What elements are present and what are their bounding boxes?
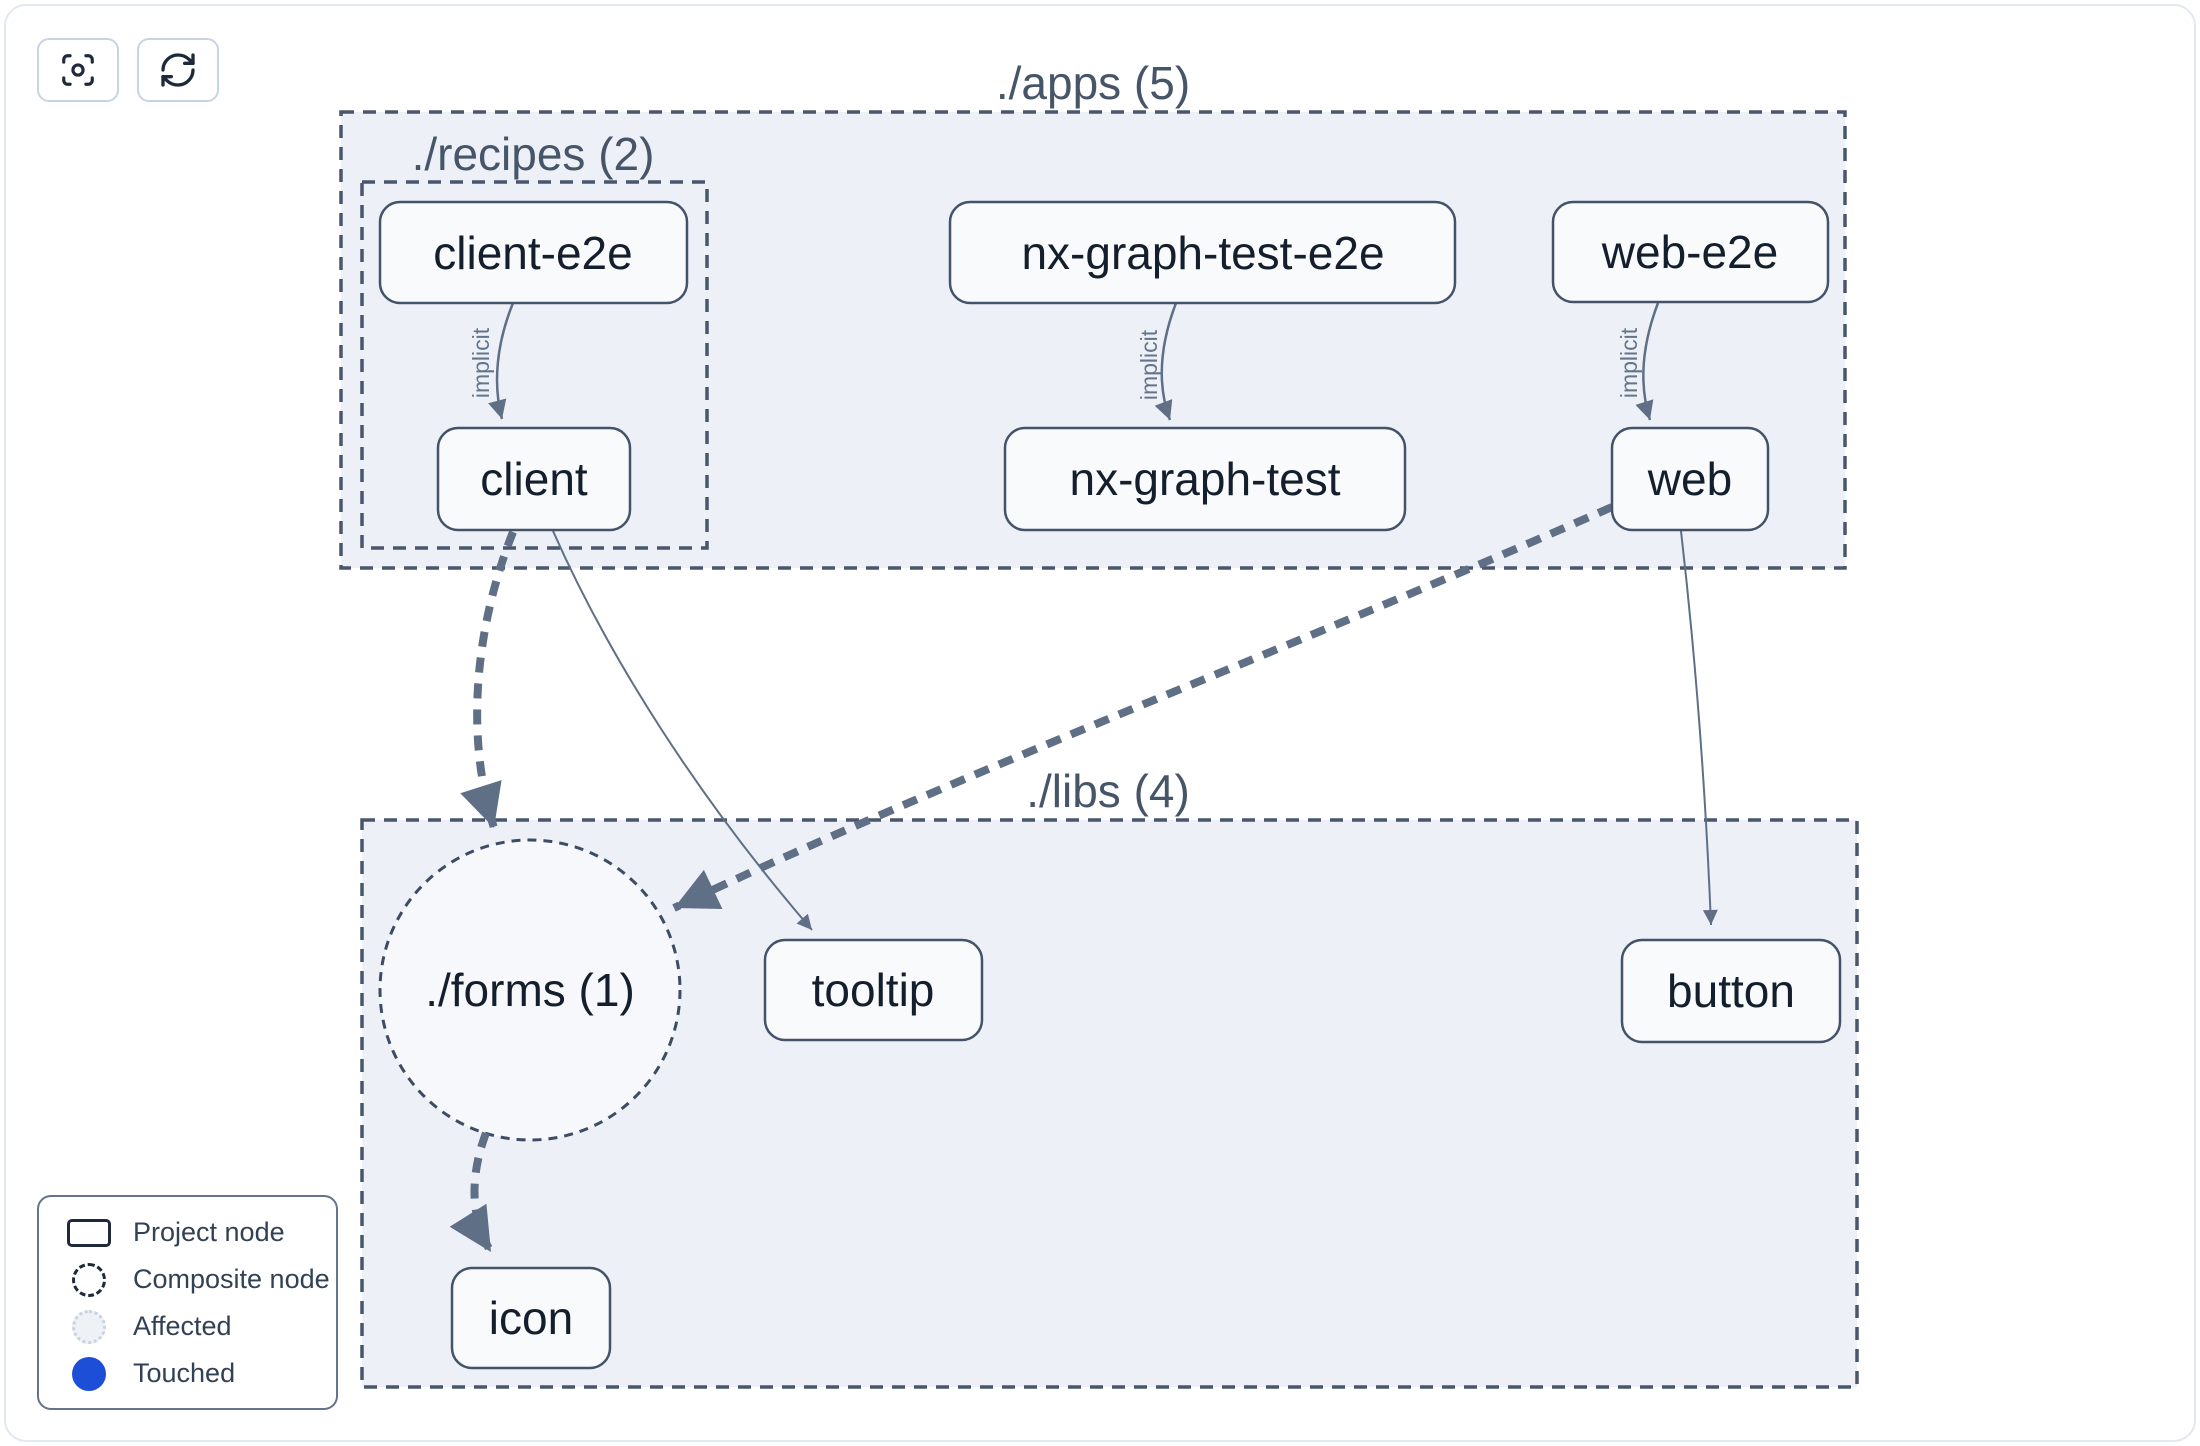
project-node-nx-graph-test-e2e[interactable] — [948, 200, 1457, 305]
project-node-client[interactable] — [436, 426, 632, 532]
project-node-button[interactable] — [1620, 938, 1842, 1044]
node-label-icon: icon — [489, 1292, 573, 1344]
legend-item-composite-node: Composite node — [63, 1256, 336, 1303]
project-node-icon[interactable] — [450, 1266, 612, 1370]
edge-client-to-tooltip — [552, 530, 813, 931]
composite-node-forms[interactable] — [378, 838, 682, 1142]
affected-swatch — [72, 1309, 106, 1344]
legend-label: Affected — [133, 1311, 232, 1341]
node-label-nx-graph-test: nx-graph-test — [1069, 453, 1340, 505]
focus-icon — [62, 54, 94, 86]
edge-forms-to-icon — [449, 1131, 495, 1255]
container-recipes-title: ./recipes (2) — [412, 128, 655, 180]
node-label-web: web — [1647, 453, 1732, 505]
edge-label-implicit: implicit — [1616, 327, 1642, 398]
project-node-web[interactable] — [1610, 426, 1770, 532]
legend-item-affected: Affected — [63, 1303, 336, 1350]
edge-web-e2e-to-web — [1635, 302, 1660, 421]
refresh-button[interactable] — [137, 38, 219, 102]
refresh-icon — [161, 53, 195, 87]
focus-button[interactable] — [37, 38, 119, 102]
node-label-button: button — [1667, 965, 1795, 1017]
node-label-web-e2e: web-e2e — [1601, 226, 1778, 278]
project-node-web-e2e[interactable] — [1551, 200, 1830, 304]
edge-web-to-button — [1680, 530, 1718, 926]
edge-label-implicit: implicit — [1136, 329, 1162, 400]
touched-swatch — [72, 1356, 106, 1391]
edge-label-implicit: implicit — [468, 327, 494, 398]
legend-item-touched: Touched — [63, 1350, 336, 1397]
container-apps-title: ./apps (5) — [996, 57, 1190, 109]
node-label-client-e2e: client-e2e — [433, 227, 632, 279]
legend: Project node Composite node Affected Tou… — [37, 1195, 338, 1410]
edge-client-to-forms — [460, 530, 517, 830]
edge-client-e2e-to-client — [488, 302, 515, 420]
legend-label: Project node — [133, 1217, 285, 1247]
project-node-nx-graph-test[interactable] — [1003, 426, 1407, 532]
node-label-client: client — [480, 453, 588, 505]
project-node-client-e2e[interactable] — [378, 200, 689, 305]
legend-label: Touched — [133, 1358, 236, 1388]
project-node-tooltip[interactable] — [763, 938, 984, 1042]
node-label-tooltip: tooltip — [812, 964, 935, 1016]
toolbar — [37, 38, 219, 102]
composite-node-forms-label: ./forms (1) — [425, 964, 635, 1016]
composite-node-swatch — [72, 1262, 106, 1297]
project-node-swatch — [67, 1218, 111, 1247]
legend-item-project-node: Project node — [63, 1209, 336, 1256]
container-libs-title: ./libs (4) — [1026, 765, 1190, 817]
node-label-nx-graph-test-e2e: nx-graph-test-e2e — [1021, 227, 1384, 279]
edge-nx-graph-test-e2e-to-nx-graph-test — [1154, 302, 1178, 421]
legend-label: Composite node — [133, 1264, 330, 1294]
edge-web-to-forms — [672, 503, 1614, 912]
